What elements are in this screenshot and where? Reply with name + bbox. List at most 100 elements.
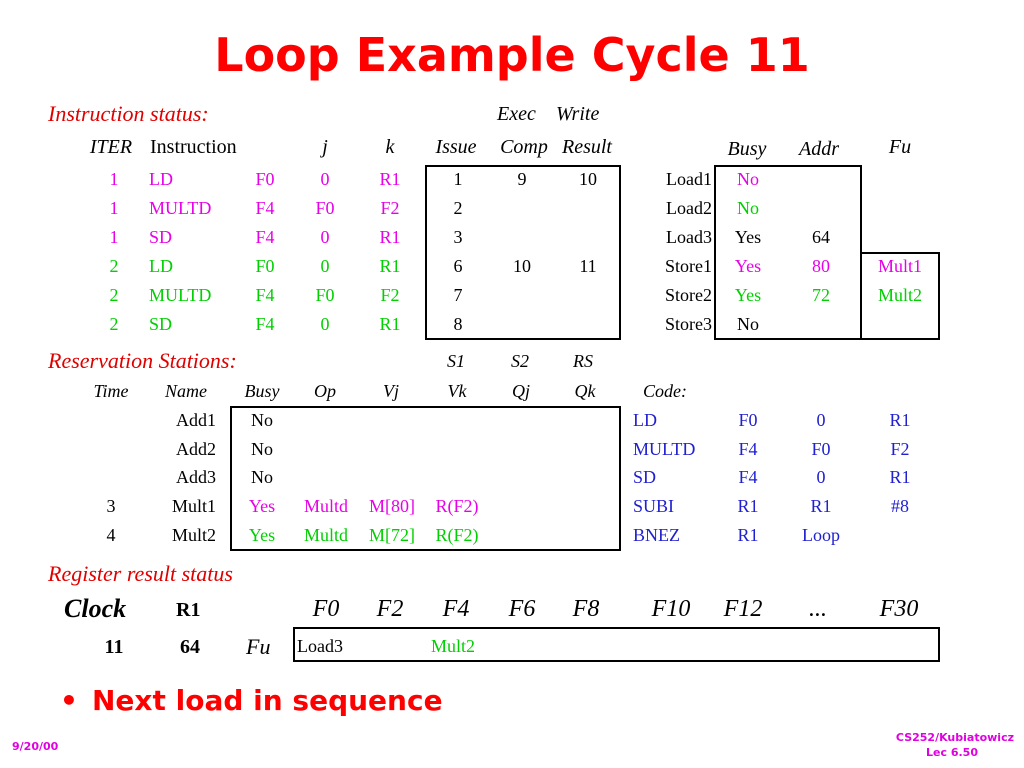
k-cell: R1 — [379, 227, 401, 247]
rs-name: Mult1 — [171, 496, 216, 516]
code-src1: 0 — [816, 467, 826, 487]
bullet-text: Next load in sequence — [92, 684, 443, 717]
slide-title: Loop Example Cycle 11 — [214, 28, 810, 82]
buffer-name: Load3 — [666, 227, 712, 247]
store-fu-box — [860, 252, 940, 340]
k-cell: R1 — [379, 256, 401, 276]
load-store-buffer-box — [714, 165, 862, 340]
dest-cell: F4 — [255, 227, 275, 247]
op-cell: LD — [149, 256, 173, 276]
header-vj: Vj — [383, 381, 399, 401]
header-result: Result — [562, 136, 612, 158]
header-op: Op — [314, 381, 336, 401]
reg-name: F12 — [723, 596, 763, 622]
rs-busy: No — [251, 410, 273, 430]
rs-name: Mult2 — [171, 525, 216, 545]
code-op: BNEZ — [633, 525, 680, 545]
issue-cell: 6 — [453, 256, 463, 276]
code-op: MULTD — [633, 439, 696, 459]
iter-cell: 2 — [109, 256, 119, 276]
header-vk: Vk — [447, 381, 467, 401]
k-cell: R1 — [379, 169, 401, 189]
j-cell: 0 — [320, 314, 330, 334]
rs-name: Add1 — [176, 410, 216, 430]
op-cell: MULTD — [149, 285, 212, 305]
header-s2: S2 — [511, 351, 529, 371]
fu-f0: Load3 — [297, 636, 343, 656]
register-result-status-label: Register result status — [48, 561, 233, 586]
reg-name: F2 — [376, 596, 404, 622]
dest-cell: F0 — [255, 256, 275, 276]
header-issue: Issue — [435, 136, 477, 158]
issue-cell: 2 — [453, 198, 463, 218]
footer-lecture: Lec 6.50 — [926, 746, 978, 759]
code-dest: F4 — [738, 467, 758, 487]
rs-name: Add3 — [176, 467, 216, 487]
rs-busy: No — [251, 467, 273, 487]
header-rs-busy: Busy — [244, 381, 280, 401]
instruction-status-label: Instruction status: — [48, 101, 209, 126]
comp-cell: 9 — [517, 169, 527, 189]
iter-cell: 1 — [109, 227, 119, 247]
rs-op: Multd — [303, 525, 348, 545]
issue-cell: 8 — [453, 314, 463, 334]
dest-cell: F0 — [255, 169, 275, 189]
fu-f4: Mult2 — [431, 636, 476, 656]
dest-cell: F4 — [255, 314, 275, 334]
code-dest: F4 — [738, 439, 758, 459]
header-addr: Addr — [799, 138, 839, 160]
buffer-addr: 72 — [812, 285, 830, 305]
reg-name: F30 — [879, 596, 919, 622]
rs-name: Add2 — [176, 439, 216, 459]
buffer-busy: No — [737, 314, 759, 334]
rs-busy: Yes — [248, 525, 276, 545]
header-qj: Qj — [512, 381, 530, 401]
buffer-name: Store3 — [665, 314, 712, 334]
exec-label: Exec — [497, 103, 536, 125]
buffer-name: Store1 — [665, 256, 712, 276]
code-op: LD — [633, 410, 657, 430]
iter-cell: 1 — [109, 169, 119, 189]
result-cell: 10 — [579, 169, 597, 189]
header-fu: Fu — [888, 136, 912, 158]
iter-cell: 2 — [109, 314, 119, 334]
buffer-busy: No — [737, 169, 759, 189]
buffer-name: Load2 — [666, 198, 712, 218]
code-src2: R1 — [889, 467, 911, 487]
iter-cell: 2 — [109, 285, 119, 305]
buffer-addr: 80 — [812, 256, 830, 276]
op-cell: SD — [149, 227, 173, 247]
dest-cell: F4 — [255, 198, 275, 218]
bullet-marker: • — [60, 684, 78, 717]
buffer-addr: 64 — [812, 227, 830, 247]
issue-cell: 7 — [453, 285, 463, 305]
reg-name: F10 — [651, 596, 691, 622]
rs-busy: Yes — [248, 496, 276, 516]
register-fu-box — [293, 627, 940, 662]
footer-course: CS252/Kubiatowicz — [895, 731, 1014, 744]
buffer-name: Load1 — [666, 169, 712, 189]
header-qk: Qk — [574, 381, 596, 401]
buffer-busy: Yes — [734, 285, 762, 305]
reg-name: F4 — [442, 596, 470, 622]
rs-vj: M[80] — [369, 496, 415, 516]
header-name: Name — [165, 381, 207, 401]
k-cell: F2 — [380, 198, 400, 218]
code-src2: #8 — [891, 496, 909, 516]
rs-time: 3 — [106, 496, 116, 516]
code-src1: F0 — [811, 439, 831, 459]
reservation-stations-label: Reservation Stations: — [48, 348, 237, 373]
code-src1: 0 — [816, 410, 826, 430]
buffer-busy: Yes — [734, 227, 762, 247]
j-cell: 0 — [320, 227, 330, 247]
header-time: Time — [93, 381, 129, 401]
comp-cell: 10 — [513, 256, 531, 276]
clock-label: Clock — [64, 594, 127, 623]
r1-label: R1 — [176, 599, 201, 621]
rs-time: 4 — [106, 525, 116, 545]
rs-vk: R(F2) — [435, 496, 479, 516]
code-src1: Loop — [802, 525, 840, 545]
code-src2: R1 — [889, 410, 911, 430]
dest-cell: F4 — [255, 285, 275, 305]
op-cell: LD — [149, 169, 173, 189]
